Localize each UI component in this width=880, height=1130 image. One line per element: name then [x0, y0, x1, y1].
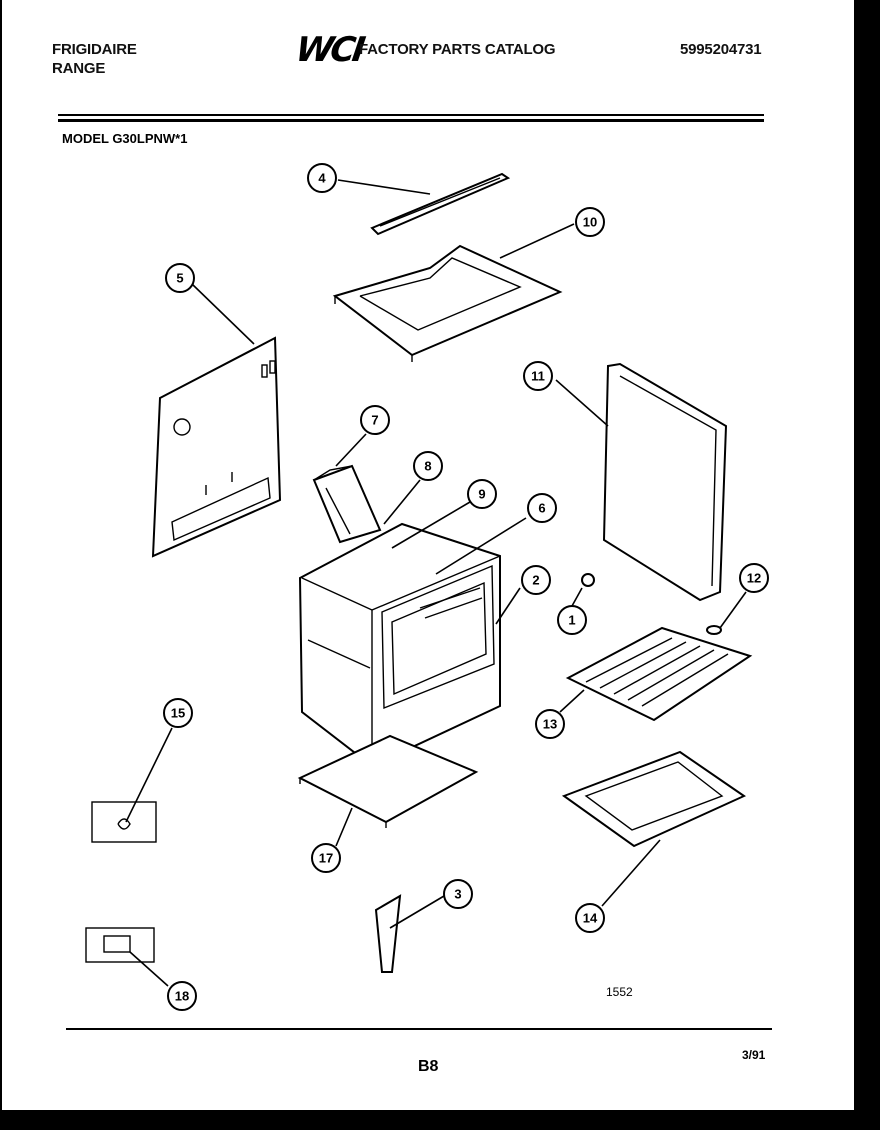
part-back-panel: [151, 336, 282, 558]
callout-6: 6: [527, 493, 557, 523]
footer-rule: [66, 1028, 772, 1030]
catalog-number: 5995204731: [680, 41, 762, 58]
callout-2: 2: [521, 565, 551, 595]
brand-label: FRIGIDAIRE: [52, 41, 137, 58]
page-number: B8: [418, 1058, 439, 1075]
svg-text:14: 14: [583, 911, 598, 926]
catalog-title: FACTORY PARTS CATALOG: [359, 41, 556, 58]
svg-text:9: 9: [478, 487, 485, 502]
figure-number: 1552: [606, 985, 633, 999]
callout-15: 15: [163, 698, 193, 728]
svg-text:1: 1: [568, 613, 575, 628]
header-rule-top: [58, 114, 764, 116]
part-label-18: [85, 927, 155, 963]
svg-text:13: 13: [543, 717, 557, 732]
callout-10: 10: [575, 207, 605, 237]
revision-date: 3/91: [742, 1048, 766, 1062]
svg-text:3: 3: [454, 887, 461, 902]
svg-text:7: 7: [371, 413, 378, 428]
callout-8: 8: [413, 451, 443, 481]
product-label: RANGE: [52, 60, 106, 77]
part-valve: [581, 573, 595, 587]
svg-text:8: 8: [424, 459, 431, 474]
callout-4: 4: [307, 163, 337, 193]
svg-text:6: 6: [538, 501, 545, 516]
part-broiler-pan: [561, 750, 747, 848]
part-side-panel: [602, 362, 728, 602]
svg-text:5: 5: [176, 271, 183, 286]
svg-text:10: 10: [583, 215, 597, 230]
callout-3: 3: [443, 879, 473, 909]
callout-17: 17: [311, 843, 341, 873]
svg-text:17: 17: [319, 851, 333, 866]
callout-18: 18: [167, 981, 197, 1011]
part-trim-strip: [370, 172, 511, 236]
svg-text:12: 12: [747, 571, 761, 586]
part-leveler: [706, 625, 722, 635]
part-flue-duct: [312, 464, 382, 544]
part-oven-rack: [565, 626, 753, 722]
model-number: MODEL G30LPNW*1: [62, 131, 188, 146]
callout-12: 12: [739, 563, 769, 593]
callout-5: 5: [165, 263, 195, 293]
part-bracket: [374, 894, 402, 973]
svg-text:18: 18: [175, 989, 189, 1004]
leader-lines: [125, 179, 747, 987]
callout-9: 9: [467, 479, 497, 509]
svg-text:15: 15: [171, 706, 185, 721]
callout-1: 1: [557, 605, 587, 635]
callout-14: 14: [575, 903, 605, 933]
callout-13: 13: [535, 709, 565, 739]
callout-11: 11: [523, 361, 553, 391]
part-top-panel: [332, 244, 563, 362]
part-oven-body: [298, 522, 501, 768]
callout-7: 7: [360, 405, 390, 435]
part-bottom-panel: [297, 734, 479, 828]
part-label-15: [91, 801, 157, 843]
svg-text:2: 2: [532, 573, 539, 588]
svg-text:4: 4: [318, 171, 326, 186]
svg-text:11: 11: [531, 369, 545, 384]
header-rule-bottom: [58, 119, 764, 122]
